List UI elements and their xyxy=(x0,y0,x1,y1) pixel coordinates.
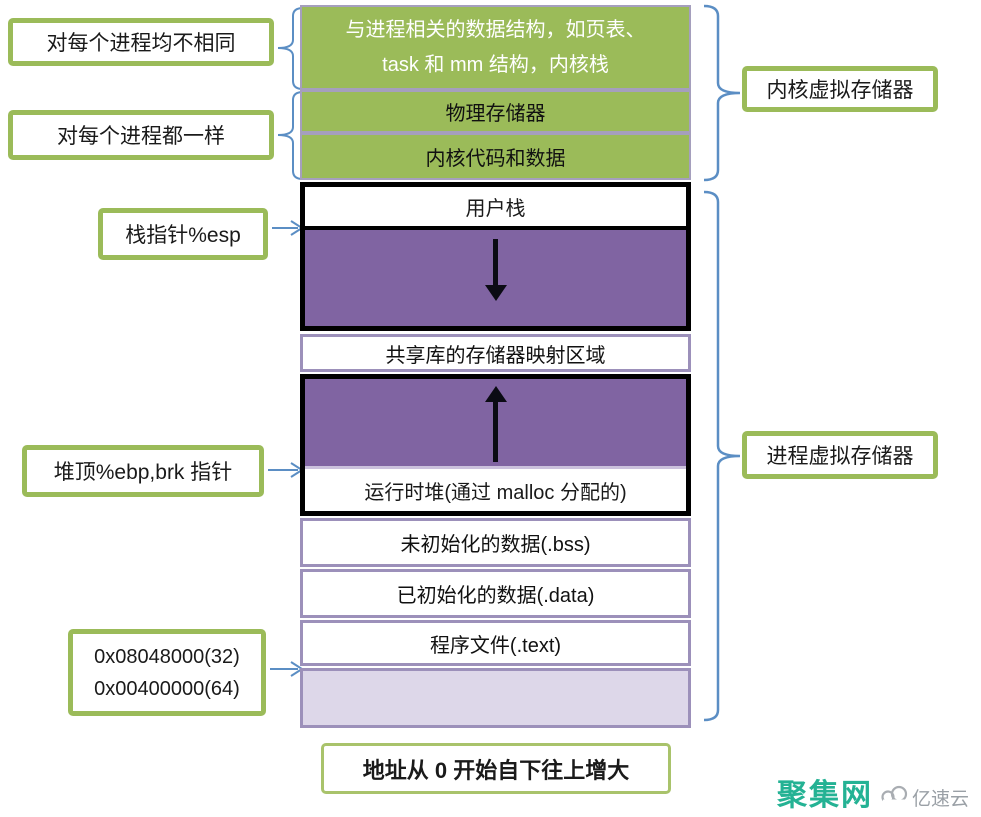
segment-user-stack-group: 用户栈 xyxy=(300,182,691,331)
label-different-per-process: 对每个进程均不相同 xyxy=(8,18,274,66)
cloud-icon xyxy=(879,783,909,810)
segment-kernel-code-data: 内核代码和数据 xyxy=(300,133,691,180)
footer-note-text: 地址从 0 开始自下往上增大 xyxy=(362,757,630,783)
label-process-virtual-memory-text: 进程虚拟存储器 xyxy=(766,445,914,468)
segment-text-text: 程序文件(.text) xyxy=(429,634,562,657)
segment-shared-lib-region-text: 共享库的存储器映射区域 xyxy=(385,344,606,367)
segment-unmapped-low-region xyxy=(300,668,691,728)
label-stack-pointer-text: 栈指针%esp xyxy=(125,224,241,247)
brace-left-top xyxy=(277,7,304,90)
stack-grow-down-arrow-head xyxy=(484,285,507,301)
heap-growth-region xyxy=(305,379,686,469)
stack-grow-down-arrow-icon xyxy=(484,239,507,301)
label-heap-top-pointer: 堆顶%ebp,brk 指针 xyxy=(22,445,264,497)
segment-data-text: 已初始化的数据(.data) xyxy=(396,585,595,607)
stack-grow-down-arrow-shaft xyxy=(493,239,498,285)
brace-right-kernel xyxy=(703,4,741,182)
segment-runtime-heap: 运行时堆(通过 malloc 分配的) xyxy=(305,469,686,511)
label-same-per-process-text: 对每个进程都一样 xyxy=(57,125,225,148)
segment-user-stack-text: 用户栈 xyxy=(465,198,526,220)
segment-shared-lib-region: 共享库的存储器映射区域 xyxy=(300,334,691,372)
user-stack-growth-region xyxy=(305,230,686,322)
label-start-address-32: 0x08048000(32) xyxy=(94,645,240,668)
heap-grow-up-arrow-head xyxy=(484,386,507,402)
segment-text: 程序文件(.text) xyxy=(300,620,691,666)
segment-kernel-data-structures: 与进程相关的数据结构，如页表、 task 和 mm 结构，内核栈 xyxy=(300,5,691,90)
brace-left-bottom xyxy=(277,91,304,180)
segment-bss-text: 未初始化的数据(.bss) xyxy=(400,534,591,556)
segment-heap-group: 运行时堆(通过 malloc 分配的) xyxy=(300,374,691,516)
footer-note: 地址从 0 开始自下往上增大 xyxy=(321,743,671,794)
label-process-virtual-memory: 进程虚拟存储器 xyxy=(742,431,938,479)
label-kernel-virtual-memory-text: 内核虚拟存储器 xyxy=(766,79,914,102)
brace-right-process xyxy=(703,190,741,722)
heap-grow-up-arrow-icon xyxy=(484,386,507,462)
watermark-brand: 聚集网 xyxy=(776,779,873,812)
esp-arrow xyxy=(272,220,304,236)
label-different-per-process-text: 对每个进程均不相同 xyxy=(46,32,236,55)
segment-kernel-data-line1: 与进程相关的数据结构，如页表、 xyxy=(345,18,646,41)
segment-physical-memory-text: 物理存储器 xyxy=(445,103,546,125)
ebp-arrow xyxy=(268,462,304,478)
segment-data: 已初始化的数据(.data) xyxy=(300,569,691,618)
heap-grow-up-arrow-shaft xyxy=(493,402,498,462)
watermark: 聚集网 亿速云 xyxy=(777,781,969,811)
segment-kernel-code-data-text: 内核代码和数据 xyxy=(425,148,566,170)
label-stack-pointer: 栈指针%esp xyxy=(98,208,268,260)
label-start-address: 0x08048000(32) 0x00400000(64) xyxy=(68,629,266,716)
segment-physical-memory: 物理存储器 xyxy=(300,90,691,133)
segment-runtime-heap-text: 运行时堆(通过 malloc 分配的) xyxy=(364,481,627,504)
label-same-per-process: 对每个进程都一样 xyxy=(8,110,274,160)
address-arrow xyxy=(270,661,304,677)
segment-bss: 未初始化的数据(.bss) xyxy=(300,518,691,567)
label-start-address-64: 0x00400000(64) xyxy=(94,677,240,700)
watermark-subbrand: 亿速云 xyxy=(911,789,969,811)
segment-user-stack: 用户栈 xyxy=(305,187,686,230)
label-heap-top-pointer-text: 堆顶%ebp,brk 指针 xyxy=(53,461,233,484)
segment-kernel-data-line2: task 和 mm 结构，内核栈 xyxy=(382,53,609,76)
label-kernel-virtual-memory: 内核虚拟存储器 xyxy=(742,66,938,112)
